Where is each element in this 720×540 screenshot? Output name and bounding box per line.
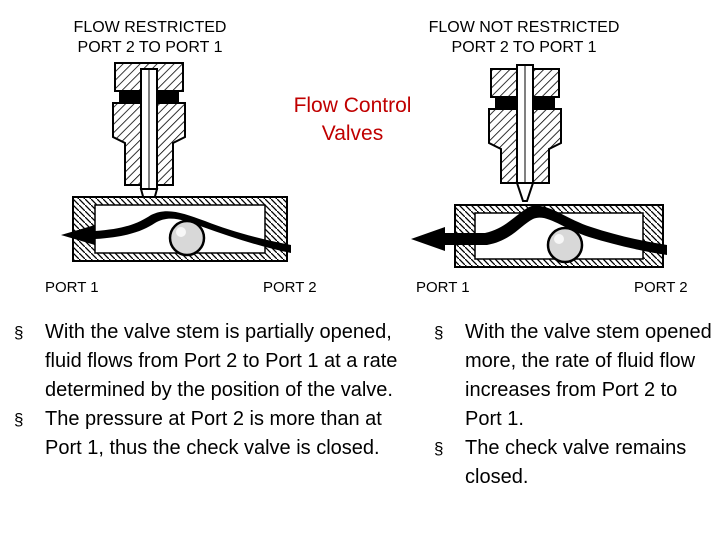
right-bullet-list: With the valve stem opened more, the rat… xyxy=(434,318,714,492)
right-caption-line1: FLOW NOT RESTRICTED xyxy=(428,19,620,36)
page-title-line1: Flow Control xyxy=(293,94,412,117)
left-valve-diagram xyxy=(61,62,291,262)
right-port2-label: PORT 2 xyxy=(634,279,688,296)
left-bullet-2: The pressure at Port 2 is more than at P… xyxy=(14,405,399,463)
left-port1-label: PORT 1 xyxy=(45,279,99,296)
left-port2-label: PORT 2 xyxy=(263,279,317,296)
left-check-ball xyxy=(168,219,206,257)
left-bullet-1: With the valve stem is partially opened,… xyxy=(14,318,399,405)
right-bullet-1: With the valve stem opened more, the rat… xyxy=(434,318,714,434)
left-bullet-list: With the valve stem is partially opened,… xyxy=(14,318,399,463)
page-title: Flow Control Valves xyxy=(270,92,435,148)
right-valve-diagram xyxy=(411,64,667,268)
right-check-ball xyxy=(546,226,584,264)
right-port1-label: PORT 1 xyxy=(416,279,470,296)
page-title-line2: Valves xyxy=(321,122,384,145)
left-caption: FLOW RESTRICTED PORT 2 TO PORT 1 xyxy=(40,18,260,58)
right-bullet-2: The check valve remains closed. xyxy=(434,434,714,492)
left-caption-line1: FLOW RESTRICTED xyxy=(73,19,227,36)
left-caption-line2: PORT 2 TO PORT 1 xyxy=(77,39,223,56)
left-flow-arrow xyxy=(61,211,291,253)
right-caption-line2: PORT 2 TO PORT 1 xyxy=(451,39,597,56)
right-flow-arrow xyxy=(411,205,667,255)
right-caption: FLOW NOT RESTRICTED PORT 2 TO PORT 1 xyxy=(394,18,654,58)
